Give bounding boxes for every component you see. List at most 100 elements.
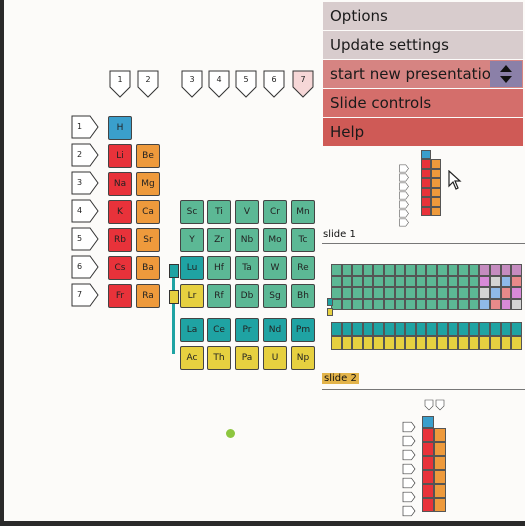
element-ac[interactable]: Ac [180,346,204,370]
element-sr[interactable]: Sr [136,228,160,252]
element-nb[interactable]: Nb [235,228,259,252]
element-symbol: Ac [186,353,198,363]
menu-item-slide-controls[interactable]: Slide controls [323,89,523,117]
menu-item-update-settings[interactable]: Update settings [323,31,523,59]
element-cr[interactable]: Cr [263,200,287,224]
element-mg[interactable]: Mg [136,172,160,196]
element-symbol: Ti [215,207,223,217]
element-nd[interactable]: Nd [263,318,287,342]
element-na[interactable]: Na [108,172,132,196]
element-symbol: Lu [186,263,198,273]
mini-element [352,264,363,276]
slide-thumbnail-3[interactable] [322,390,525,521]
element-be[interactable]: Be [136,144,160,168]
mini-element [511,322,522,336]
period-arrow-3[interactable]: 3 [71,171,99,195]
element-symbol: Y [189,235,195,245]
element-pa[interactable]: Pa [235,346,259,370]
slide-thumbnail-2[interactable]: slide 2 [322,243,525,390]
group-arrow-2[interactable]: 2 [136,70,160,98]
element-db[interactable]: Db [235,284,259,308]
element-th[interactable]: Th [207,346,231,370]
period-arrow-4[interactable]: 4 [71,199,99,223]
element-lr[interactable]: Lr [180,284,204,308]
element-ra[interactable]: Ra [136,284,160,308]
element-w[interactable]: W [263,256,287,280]
mini-element [490,298,501,310]
mini-element [490,287,501,299]
element-sc[interactable]: Sc [180,200,204,224]
group-arrow-5[interactable]: 5 [234,70,258,98]
mini-element [384,298,395,310]
menu-item-help[interactable]: Help [323,118,523,146]
element-ta[interactable]: Ta [235,256,259,280]
period-arrow-1[interactable]: 1 [71,115,99,139]
mini-element [421,150,431,159]
element-lu[interactable]: Lu [180,256,204,280]
up-down-arrows-icon[interactable] [490,61,522,87]
group-arrow-4[interactable]: 4 [207,70,231,98]
element-symbol: Ra [142,291,154,301]
menu-item-start-new-presentation[interactable]: start new presentation [323,60,523,88]
mini-element [447,322,459,336]
element-y[interactable]: Y [180,228,204,252]
mini-element [434,498,446,512]
slide-thumbnail-1[interactable]: slide 1 [322,140,525,240]
element-symbol: H [116,123,124,133]
mini-element [422,442,434,456]
element-np[interactable]: Np [291,346,315,370]
mini-element [394,287,406,299]
element-cs[interactable]: Cs [108,256,132,280]
element-symbol: Pa [241,353,253,363]
mini-element [341,322,353,336]
mini-element [479,275,490,287]
element-rf[interactable]: Rf [207,284,231,308]
element-pm[interactable]: Pm [291,318,315,342]
mini-element [479,287,490,299]
mini-element [415,287,427,299]
element-ba[interactable]: Ba [136,256,160,280]
period-arrow-5[interactable]: 5 [71,227,99,251]
element-re[interactable]: Re [291,256,315,280]
mini-element [431,178,441,188]
element-u[interactable]: U [263,346,287,370]
period-arrow-7[interactable]: 7 [71,283,99,307]
element-pr[interactable]: Pr [235,318,259,342]
element-symbol: Li [116,151,124,161]
element-li[interactable]: Li [108,144,132,168]
element-zr[interactable]: Zr [207,228,231,252]
period-arrow-6[interactable]: 6 [71,255,99,279]
element-mo[interactable]: Mo [263,228,287,252]
element-ca[interactable]: Ca [136,200,160,224]
group-arrow-3[interactable]: 3 [180,70,204,98]
mini-element [362,275,374,287]
element-v[interactable]: V [235,200,259,224]
mini-element [434,442,446,456]
slide-thumbnail-panel[interactable]: slide 1 slide 2 [322,140,525,521]
element-ce[interactable]: Ce [207,318,231,342]
mini-element [405,322,416,336]
element-bh[interactable]: Bh [291,284,315,308]
mini-element [331,287,342,299]
element-rb[interactable]: Rb [108,228,132,252]
group-arrow-1[interactable]: 1 [108,70,132,98]
element-fr[interactable]: Fr [108,284,132,308]
element-hf[interactable]: Hf [207,256,231,280]
period-arrow-2[interactable]: 2 [71,143,99,167]
menu-item-options[interactable]: Options [323,2,523,30]
group-arrow-6[interactable]: 6 [262,70,286,98]
element-la[interactable]: La [180,318,204,342]
green-dot[interactable] [226,429,235,438]
mini-element [426,275,437,287]
group-arrow-7[interactable]: 7 [291,70,315,98]
element-sg[interactable]: Sg [263,284,287,308]
mini-group-arrow [435,396,445,411]
element-h[interactable]: H [108,116,132,140]
element-tc[interactable]: Tc [291,228,315,252]
element-ti[interactable]: Ti [207,200,231,224]
mini-element [500,336,512,350]
element-k[interactable]: K [108,200,132,224]
period-label: 4 [77,206,83,215]
element-mn[interactable]: Mn [291,200,315,224]
